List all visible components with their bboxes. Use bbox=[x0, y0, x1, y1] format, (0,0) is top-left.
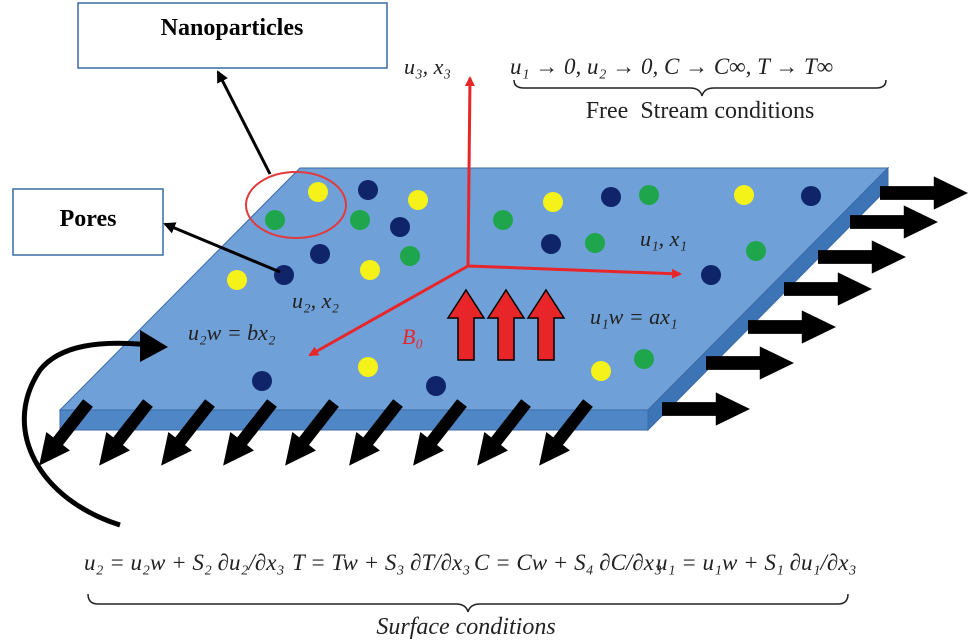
surface-brace bbox=[87, 593, 849, 613]
nanoparticles-pointer bbox=[216, 70, 272, 175]
particle-yellow bbox=[308, 182, 328, 202]
particle-green bbox=[639, 185, 659, 205]
particle-green bbox=[634, 349, 654, 369]
x1-axis-label: u₁, x₁ bbox=[640, 226, 687, 251]
particle-navy bbox=[310, 244, 330, 264]
particle-navy bbox=[274, 265, 294, 285]
magnetic-field-arrows bbox=[446, 288, 566, 361]
curved-arrow-head bbox=[140, 330, 168, 362]
nanoparticles-box bbox=[77, 2, 388, 69]
particle-green bbox=[265, 210, 285, 230]
surface-conditions: u₂ = u₂w + S₂ ∂u₂/∂x₃ T = Tw + S₃ ∂T/∂x₃… bbox=[84, 550, 856, 640]
porous-plate bbox=[58, 166, 890, 432]
particle-yellow bbox=[543, 192, 563, 212]
x1-axis bbox=[467, 264, 682, 279]
plate-front-face bbox=[59, 409, 649, 431]
particle-yellow bbox=[227, 270, 247, 290]
pores-label: Pores bbox=[60, 206, 117, 232]
surface-eq-u2: u₂ = u₂w + S₂ ∂u₂/∂x₃ bbox=[84, 550, 284, 575]
particle-navy bbox=[701, 265, 721, 285]
pores-callout: Pores bbox=[12, 188, 281, 274]
pores-pointer bbox=[163, 222, 281, 274]
field-arrow bbox=[486, 288, 526, 361]
particle-yellow bbox=[360, 260, 380, 280]
field-arrow bbox=[446, 288, 486, 361]
particles bbox=[227, 180, 821, 396]
u2w-label: u₂w = bx₂ bbox=[188, 320, 276, 345]
particle-yellow bbox=[734, 185, 754, 205]
particle-yellow bbox=[358, 357, 378, 377]
surface-eq-C: C = Cw + S₄ ∂C/∂x₃ bbox=[474, 550, 662, 575]
nanoparticles-callout: Nanoparticles bbox=[77, 2, 388, 175]
u1w-label: u₁w = ax₁ bbox=[590, 304, 678, 329]
free-stream-equation: u₁ → 0, u₂ → 0, C → C∞, T → T∞ bbox=[510, 54, 833, 79]
free-stream-conditions: u₁ → 0, u₂ → 0, C → C∞, T → T∞ Free Stre… bbox=[510, 54, 887, 124]
particle-navy bbox=[541, 234, 561, 254]
nanoparticles-label: Nanoparticles bbox=[161, 15, 304, 41]
pores-box bbox=[12, 188, 164, 256]
particle-navy bbox=[601, 187, 621, 207]
field-arrow bbox=[526, 288, 566, 361]
particle-navy bbox=[390, 217, 410, 237]
surface-eq-T: T = Tw + S₃ ∂T/∂x₃ bbox=[292, 550, 470, 575]
particle-green bbox=[493, 210, 513, 230]
particle-yellow bbox=[591, 361, 611, 381]
x2-axis-label: u₂, x₂ bbox=[292, 288, 339, 313]
curved-arrow bbox=[21, 340, 151, 528]
surface-eq-u1: u₁ = u₁w + S₁ ∂u₁/∂x₃ bbox=[656, 550, 856, 575]
particle-yellow bbox=[408, 190, 428, 210]
free-stream-brace bbox=[513, 79, 887, 97]
particle-green bbox=[746, 241, 766, 261]
particle-navy bbox=[801, 186, 821, 206]
surface-caption: Surface conditions bbox=[376, 614, 555, 640]
free-stream-caption: Free Stream conditions bbox=[586, 98, 815, 124]
x2-axis bbox=[308, 264, 469, 357]
particle-navy bbox=[252, 371, 272, 391]
x3-axis bbox=[464, 76, 475, 267]
particle-green bbox=[585, 233, 605, 253]
particle-navy bbox=[358, 180, 378, 200]
x3-axis-label: u₃, x₃ bbox=[404, 54, 451, 79]
nanoparticle-highlight-ellipse bbox=[245, 171, 347, 239]
particle-navy bbox=[426, 376, 446, 396]
stretch-arrow bbox=[880, 176, 968, 210]
coordinate-axes bbox=[308, 76, 682, 357]
particle-green bbox=[350, 210, 370, 230]
particle-green bbox=[400, 246, 420, 266]
b0-label: B₀ bbox=[402, 324, 423, 349]
